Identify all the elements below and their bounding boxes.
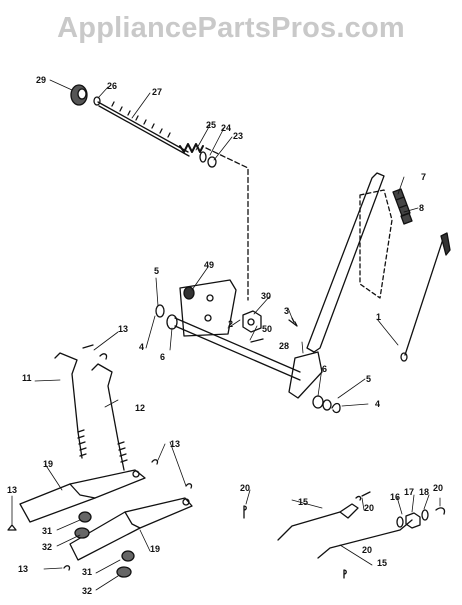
callout-26: 26	[107, 81, 117, 91]
callout-13c: 13	[7, 485, 17, 495]
bushing-part	[116, 566, 132, 578]
hairpin-clip	[243, 505, 247, 519]
bushing-part	[121, 550, 135, 562]
link-rods	[54, 344, 128, 471]
callout-11: 11	[22, 373, 32, 383]
link-rod-lower	[317, 519, 413, 559]
link-rod-right	[91, 363, 125, 471]
hairpin-clip	[355, 491, 371, 501]
washer-part	[396, 516, 404, 528]
callout-20c: 20	[433, 483, 443, 493]
lift-lever-assembly	[306, 172, 451, 362]
pin-part	[250, 338, 264, 343]
hairpin-clip	[435, 507, 446, 515]
callout-17: 17	[404, 487, 414, 497]
callout-labels: 29 26 27 25 24 23 7 8 49 5 30 3 2 1 13 5…	[7, 75, 443, 596]
callout-29: 29	[36, 75, 46, 85]
callout-20b: 20	[364, 503, 374, 513]
threaded-shaft	[97, 101, 189, 153]
callout-8: 8	[419, 203, 424, 213]
clip-part	[331, 402, 341, 414]
callout-5b: 5	[366, 374, 371, 384]
block-part	[405, 512, 421, 529]
callout-49: 49	[204, 260, 214, 270]
callout-28: 28	[279, 341, 289, 351]
callout-5a: 5	[154, 266, 159, 276]
spring-part	[179, 143, 204, 153]
mounting-bracket	[179, 279, 237, 337]
callout-31a: 31	[42, 526, 52, 536]
link-rod-left	[54, 352, 83, 459]
callout-31b: 31	[82, 567, 92, 577]
callout-6a: 6	[160, 352, 165, 362]
callout-15a: 15	[298, 497, 308, 507]
hairpin-clip	[82, 344, 108, 360]
handle-grip	[392, 188, 413, 225]
pivot-shaft	[174, 317, 301, 381]
callout-19a: 19	[43, 459, 53, 469]
clip-part	[185, 483, 193, 489]
callout-20d: 20	[362, 545, 372, 555]
callout-50: 50	[262, 324, 272, 334]
callout-24: 24	[221, 123, 231, 133]
washer-part	[312, 395, 324, 409]
callout-20a: 20	[240, 483, 250, 493]
link-rod-upper	[277, 511, 341, 541]
washer-part	[155, 304, 165, 318]
front-link-assembly	[243, 491, 446, 579]
washer-part	[199, 151, 207, 163]
leader-lines	[11, 79, 441, 591]
callout-30: 30	[261, 291, 271, 301]
callout-32a: 32	[42, 542, 52, 552]
callout-13d: 13	[18, 564, 28, 574]
callout-15b: 15	[377, 558, 387, 568]
callout-18: 18	[419, 487, 429, 497]
callout-16: 16	[390, 492, 400, 502]
callout-4a: 4	[139, 342, 144, 352]
clip-part	[151, 459, 159, 465]
hairpin-clip	[343, 569, 347, 579]
callout-19b: 19	[150, 544, 160, 554]
lift-handle	[306, 172, 385, 353]
clip-part	[7, 524, 17, 531]
callout-12: 12	[135, 403, 145, 413]
lift-shaft-bracket-assembly	[155, 279, 341, 414]
washer-part	[93, 96, 101, 106]
callout-7: 7	[421, 172, 426, 182]
watermark-text: AppliancePartsPros.com	[57, 12, 405, 44]
callout-13a: 13	[118, 324, 128, 334]
callout-27: 27	[152, 87, 162, 97]
bushing-part	[78, 511, 92, 523]
callout-23: 23	[233, 131, 243, 141]
bolt-part	[288, 317, 298, 327]
callout-6b: 6	[322, 364, 327, 374]
lift-arms	[7, 459, 193, 578]
callout-4b: 4	[375, 399, 380, 409]
nut-part	[207, 156, 217, 168]
washer-part	[421, 509, 429, 521]
callout-32b: 32	[82, 586, 92, 596]
callout-13b: 13	[170, 439, 180, 449]
washer-part	[322, 399, 332, 411]
callout-2: 2	[228, 319, 233, 329]
lift-rod	[404, 235, 445, 356]
callout-25: 25	[206, 120, 216, 130]
adjustment-shaft-assembly	[70, 84, 249, 301]
clip-part	[63, 565, 71, 571]
lift-arm-lower	[69, 497, 193, 561]
bushing-part	[166, 314, 178, 330]
block-part	[242, 310, 262, 333]
callout-3: 3	[284, 306, 289, 316]
callout-1: 1	[376, 312, 381, 322]
